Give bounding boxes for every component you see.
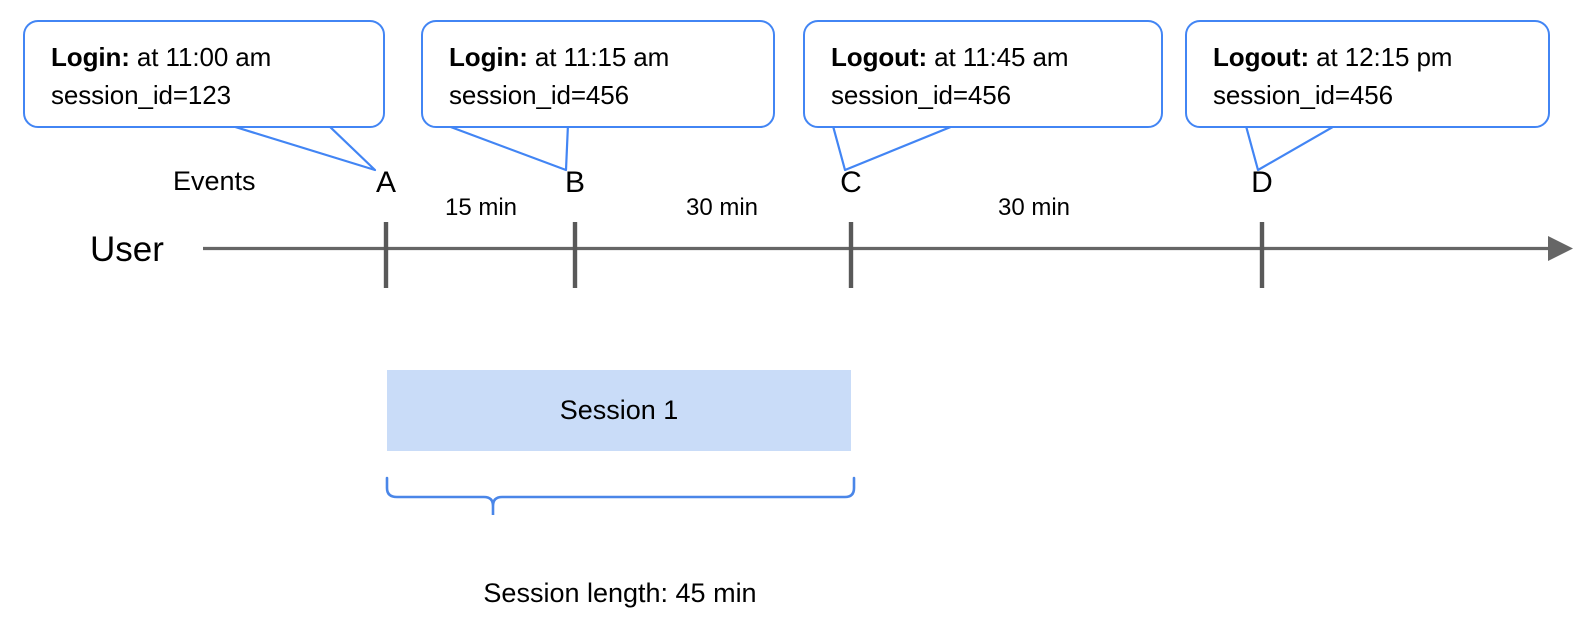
- callout-box-c: Logout: at 11:45 am session_id=456: [803, 20, 1163, 128]
- callout-d-line2: session_id=456: [1213, 80, 1394, 110]
- callout-c-line2: session_id=456: [831, 80, 1012, 110]
- callout-a-time: at 11:00 am: [129, 42, 272, 72]
- callout-box-a: Login: at 11:00 am session_id=123: [23, 20, 385, 128]
- callout-a-line1: Login: at 11:00 am: [51, 38, 383, 76]
- event-marker-d: D: [1251, 166, 1273, 199]
- callout-box-b: Login: at 11:15 am session_id=456: [421, 20, 775, 128]
- interval-label-ab: 15 min: [444, 194, 518, 221]
- callout-b-line2: session_id=456: [449, 80, 630, 110]
- callout-c-event: Logout:: [831, 42, 928, 72]
- user-row-label: User: [90, 230, 164, 269]
- callout-d-line1: Logout: at 12:15 pm: [1213, 38, 1548, 76]
- callout-c-time: at 11:45 am: [927, 42, 1069, 72]
- callout-c-line1: Logout: at 11:45 am: [831, 38, 1161, 76]
- callout-box-d: Logout: at 12:15 pm session_id=456: [1185, 20, 1550, 128]
- callout-b-line1: Login: at 11:15 am: [449, 38, 773, 76]
- callout-b-event: Login:: [449, 42, 528, 72]
- callout-d-time: at 12:15 pm: [1309, 42, 1453, 72]
- callout-d-event: Logout:: [1213, 42, 1310, 72]
- session-length-brace: [385, 476, 856, 515]
- callout-a-event: Login:: [51, 42, 130, 72]
- session-length-caption: Session length: 45 min: [483, 578, 757, 608]
- event-marker-a: A: [375, 166, 397, 199]
- interval-label-cd: 30 min: [997, 194, 1071, 221]
- session-bar: Session 1: [387, 370, 851, 451]
- interval-label-bc: 30 min: [685, 194, 759, 221]
- callout-b-time: at 11:15 am: [527, 42, 670, 72]
- event-marker-b: B: [564, 166, 586, 199]
- callout-a-line2: session_id=123: [51, 80, 232, 110]
- session-bar-label: Session 1: [559, 395, 679, 425]
- event-marker-c: C: [840, 166, 862, 199]
